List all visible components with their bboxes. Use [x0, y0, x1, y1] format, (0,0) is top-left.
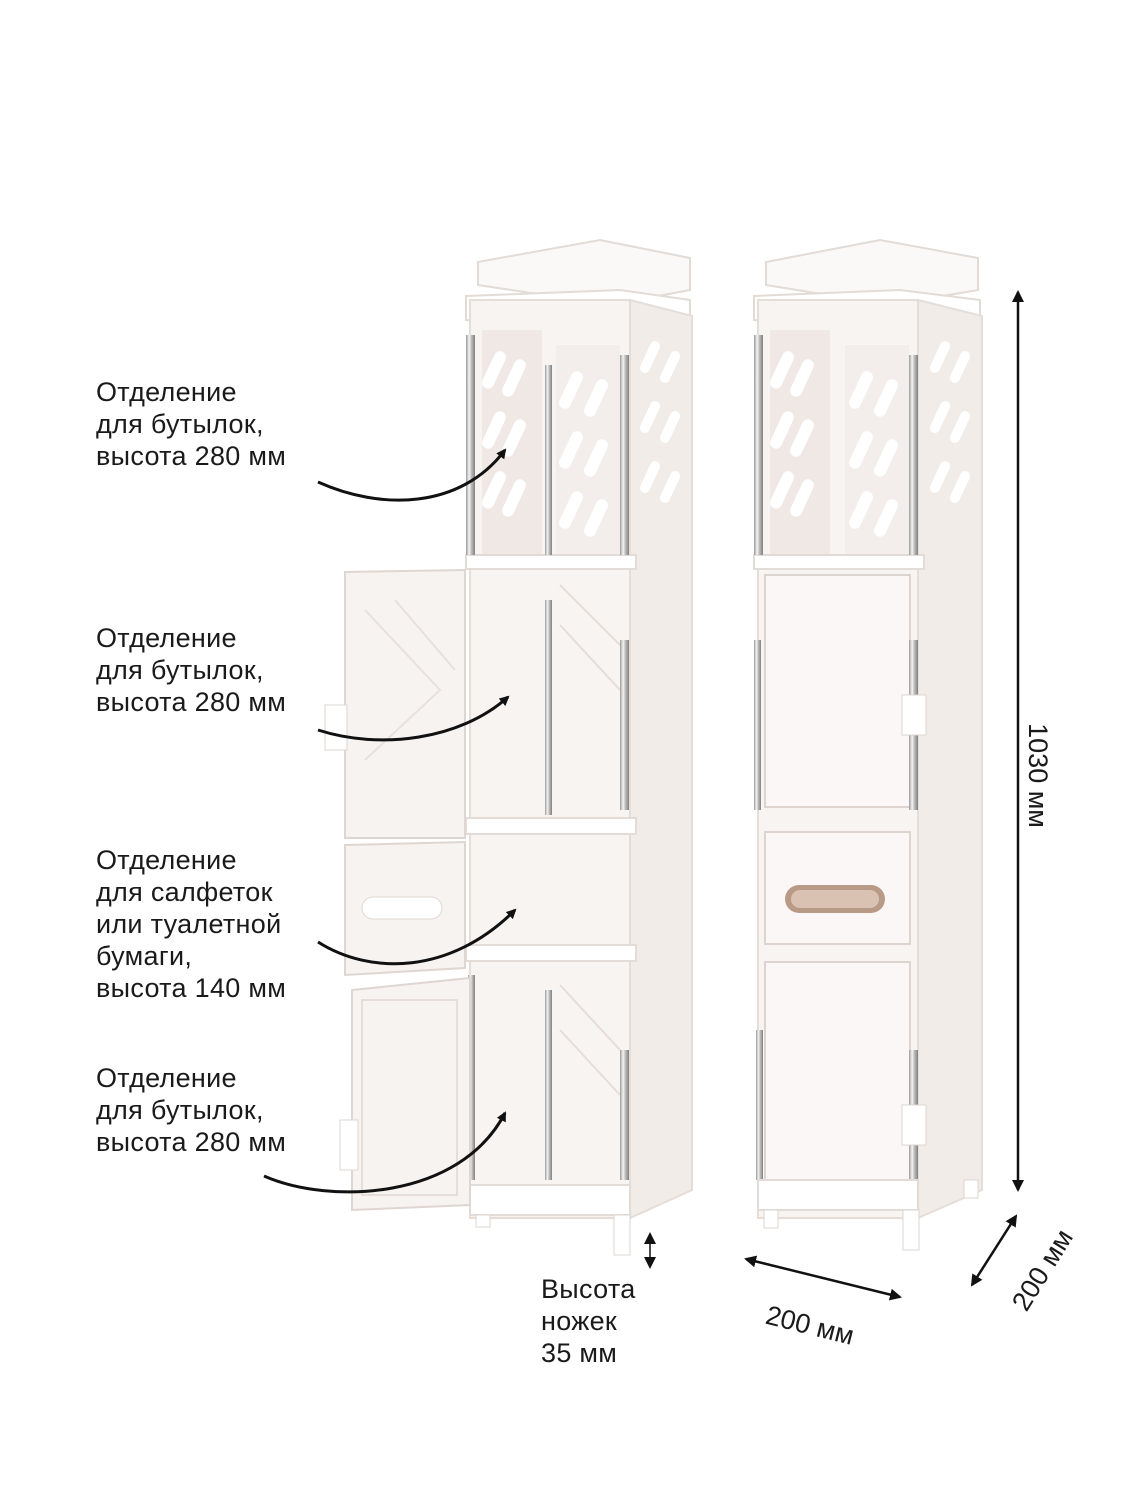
dimension-lines [644, 290, 1024, 1301]
closed-cabinet [753, 238, 983, 1251]
dimension-height: 1030 мм [1022, 723, 1053, 828]
open-cabinet [324, 238, 693, 1256]
callout-arrows [263, 448, 517, 1194]
